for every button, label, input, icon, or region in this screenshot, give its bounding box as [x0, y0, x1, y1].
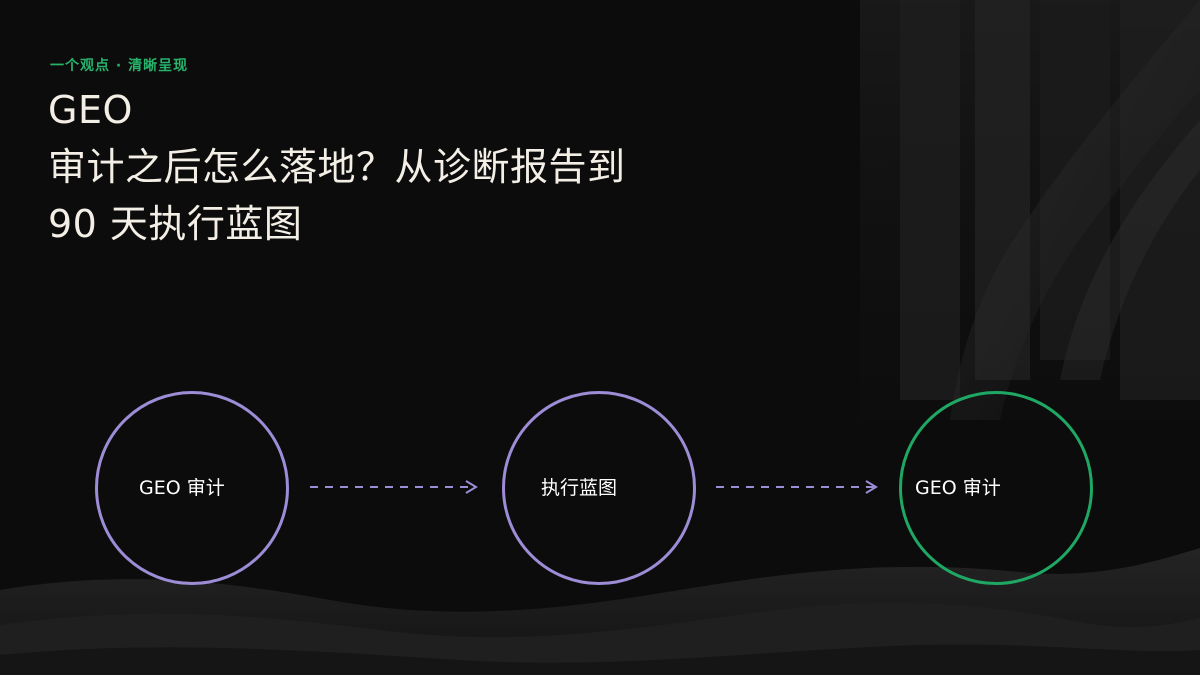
title-line-1: GEO [48, 88, 133, 132]
flow-node-audit: GEO 审计 [95, 391, 289, 585]
flow-connector-arrow [310, 477, 482, 497]
flow-connector-arrow [716, 477, 882, 497]
flow-node-label: GEO 审计 [139, 477, 225, 499]
slide-title: GEO 审计之后怎么落地？从诊断报告到 90 天执行蓝图 [48, 82, 626, 253]
eyebrow-tagline: 一个观点 · 清晰呈现 [50, 58, 189, 74]
flow-node-label: GEO 审计 [915, 477, 1001, 499]
title-line-3: 90 天执行蓝图 [48, 202, 303, 246]
flow-node-audit-result: GEO 审计 [899, 391, 1093, 585]
flow-node-label: 执行蓝图 [541, 477, 618, 499]
title-line-2: 审计之后怎么落地？从诊断报告到 [48, 145, 626, 189]
flow-node-blueprint: 执行蓝图 [502, 391, 696, 585]
